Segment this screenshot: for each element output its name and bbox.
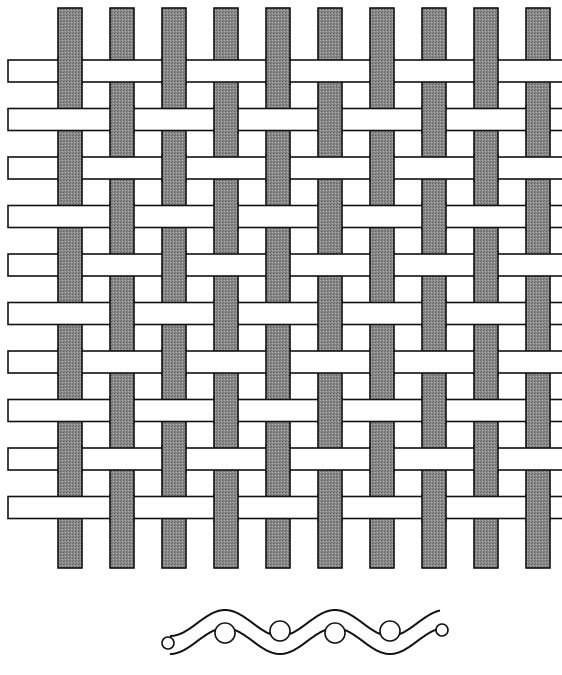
warp-over-segment [526, 204, 550, 230]
warp-over-segment [526, 495, 550, 521]
warp-thread [318, 8, 342, 568]
warp-over-segment [422, 398, 446, 424]
warp-over-segment [526, 398, 550, 424]
weft-section-circle [215, 623, 235, 643]
warp-over-segment [58, 155, 82, 181]
warp-thread [526, 8, 550, 568]
warp-over-segment [318, 204, 342, 230]
weft-section-circle [325, 623, 345, 643]
warp-over-segment [58, 349, 82, 375]
warp-over-segment [162, 446, 186, 472]
warp-over-segment [162, 349, 186, 375]
weft-section-circle [380, 621, 400, 641]
warp-over-segment [370, 58, 394, 84]
warp-over-segment [318, 495, 342, 521]
warp-over-segment [370, 155, 394, 181]
warp-over-segment [58, 252, 82, 278]
warp-over-segment [266, 58, 290, 84]
warp-over-segment [110, 204, 134, 230]
warp-over-segment [318, 301, 342, 327]
warp-over-segment [214, 398, 238, 424]
warp-over-segment [422, 107, 446, 133]
warp-thread [214, 8, 238, 568]
warp-over-segment [110, 398, 134, 424]
warp-over-segment [58, 58, 82, 84]
warp-over-segment [58, 446, 82, 472]
warp-over-segment [474, 58, 498, 84]
warp-thread [474, 8, 498, 568]
warp-over-segment [370, 446, 394, 472]
warp-over-segment [474, 155, 498, 181]
warp-thread [162, 8, 186, 568]
warp-over-segment [422, 495, 446, 521]
weft-thread [8, 206, 562, 228]
warp-over-segment [214, 495, 238, 521]
warp-over-segment [266, 349, 290, 375]
warp-over-segment [422, 204, 446, 230]
warp-over-segment [214, 301, 238, 327]
weft-thread [8, 303, 562, 325]
warp-over-segment [266, 155, 290, 181]
warp-over-segment [370, 349, 394, 375]
weft-thread [8, 400, 562, 422]
warp-over-segment [526, 301, 550, 327]
section-yarn-end [436, 624, 448, 636]
warp-over-segment [110, 495, 134, 521]
weft-thread [8, 497, 562, 519]
warp-over-segment [162, 252, 186, 278]
warp-thread [370, 8, 394, 568]
warp-over-segment [162, 58, 186, 84]
warp-threads [58, 8, 550, 568]
warp-over-segment [474, 446, 498, 472]
warp-over-segment [110, 301, 134, 327]
warp-over-segment [318, 107, 342, 133]
warp-over-segment [214, 204, 238, 230]
weft-thread [8, 109, 562, 131]
warp-over-segment [266, 446, 290, 472]
warp-over-segment [266, 252, 290, 278]
warp-over-segment [214, 107, 238, 133]
weave-cross-section [162, 610, 448, 654]
warp-over-segment [526, 107, 550, 133]
warp-over-segment [474, 252, 498, 278]
warp-over-segment [370, 252, 394, 278]
warp-thread [422, 8, 446, 568]
warp-over-segment [110, 107, 134, 133]
warp-thread [110, 8, 134, 568]
warp-over-segment [318, 398, 342, 424]
warp-over-segment [422, 301, 446, 327]
warp-over-segment [162, 155, 186, 181]
section-yarn-end [162, 637, 174, 649]
warp-thread [266, 8, 290, 568]
weft-section-circle [270, 621, 290, 641]
warp-over-segment [474, 349, 498, 375]
warp-thread [58, 8, 82, 568]
